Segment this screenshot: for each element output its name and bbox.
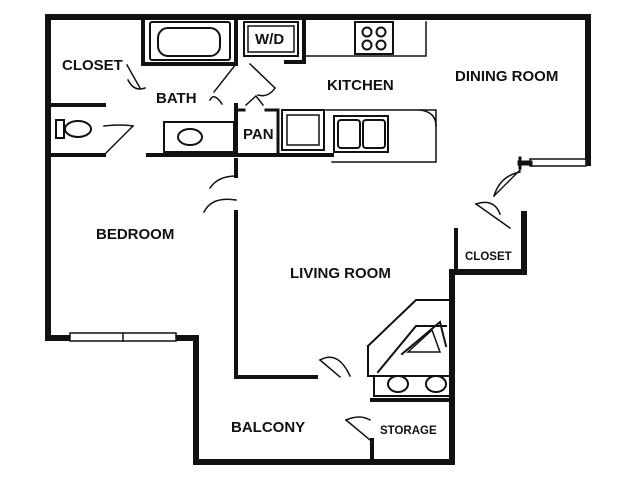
- wall-living-left: [234, 210, 318, 379]
- vanity-sink: [163, 121, 235, 153]
- exterior-walls: [45, 14, 591, 465]
- interior-walls: [50, 20, 454, 464]
- upper-counter: [303, 21, 427, 57]
- label-closet-top: CLOSET: [62, 57, 123, 74]
- label-kitchen: KITCHEN: [327, 77, 394, 94]
- bathtub: [149, 21, 231, 61]
- label-bath: BATH: [156, 90, 197, 107]
- washer-dryer: [243, 21, 299, 57]
- bedroom-window: [69, 332, 177, 342]
- label-washer-dryer: W/D: [255, 31, 284, 48]
- toilet: [55, 119, 92, 139]
- label-pantry: PAN: [243, 126, 274, 143]
- label-balcony: BALCONY: [231, 419, 305, 436]
- dining-window: [517, 156, 587, 170]
- wall-closet-right: [449, 211, 527, 275]
- door-swings: [102, 62, 522, 442]
- kitchen-sink: [333, 115, 389, 153]
- label-storage: STORAGE: [380, 425, 437, 437]
- label-bedroom: BEDROOM: [96, 226, 174, 243]
- room-labels: CLOSET BATH KITCHEN DINING ROOM PAN BEDR…: [62, 31, 558, 437]
- fireplace: [366, 299, 453, 397]
- lower-counter: [325, 109, 437, 163]
- wall-pantry-right: [264, 108, 280, 157]
- wall-balcony: [193, 269, 455, 465]
- label-dining-room: DINING ROOM: [455, 68, 558, 85]
- stove: [354, 21, 394, 55]
- refrigerator: [281, 109, 325, 151]
- label-living-room: LIVING ROOM: [290, 265, 391, 282]
- label-closet-right: CLOSET: [465, 251, 512, 263]
